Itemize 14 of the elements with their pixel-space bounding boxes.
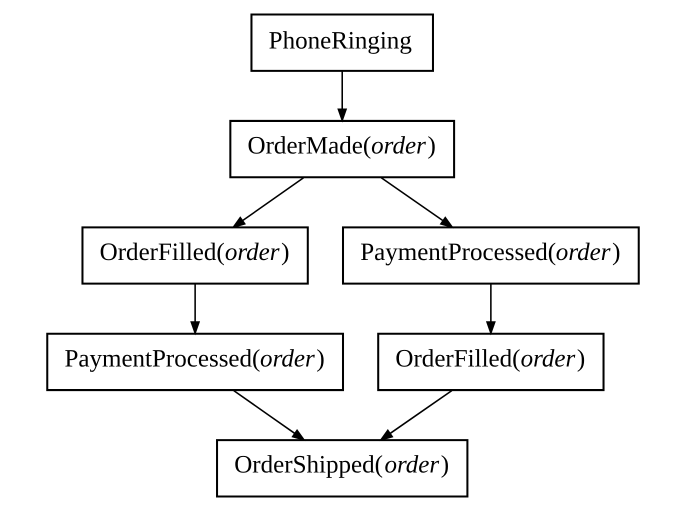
node-box: PaymentProcessed(order) xyxy=(341,226,640,285)
node-box: OrderMade(order) xyxy=(228,120,455,178)
arrow xyxy=(485,284,496,336)
arrow xyxy=(190,284,200,336)
arrow xyxy=(231,177,304,228)
node-box: PaymentProcessed(order) xyxy=(46,332,344,392)
arrow xyxy=(378,390,452,442)
node-box: OrderFilled(order) xyxy=(376,332,604,392)
node-box: PhoneRinging xyxy=(250,14,434,72)
arrow xyxy=(380,177,454,228)
node-box: OrderFilled(order) xyxy=(80,226,308,285)
arrow xyxy=(232,390,306,442)
node-box: OrderShipped(order) xyxy=(216,439,468,498)
arrow xyxy=(336,71,347,123)
